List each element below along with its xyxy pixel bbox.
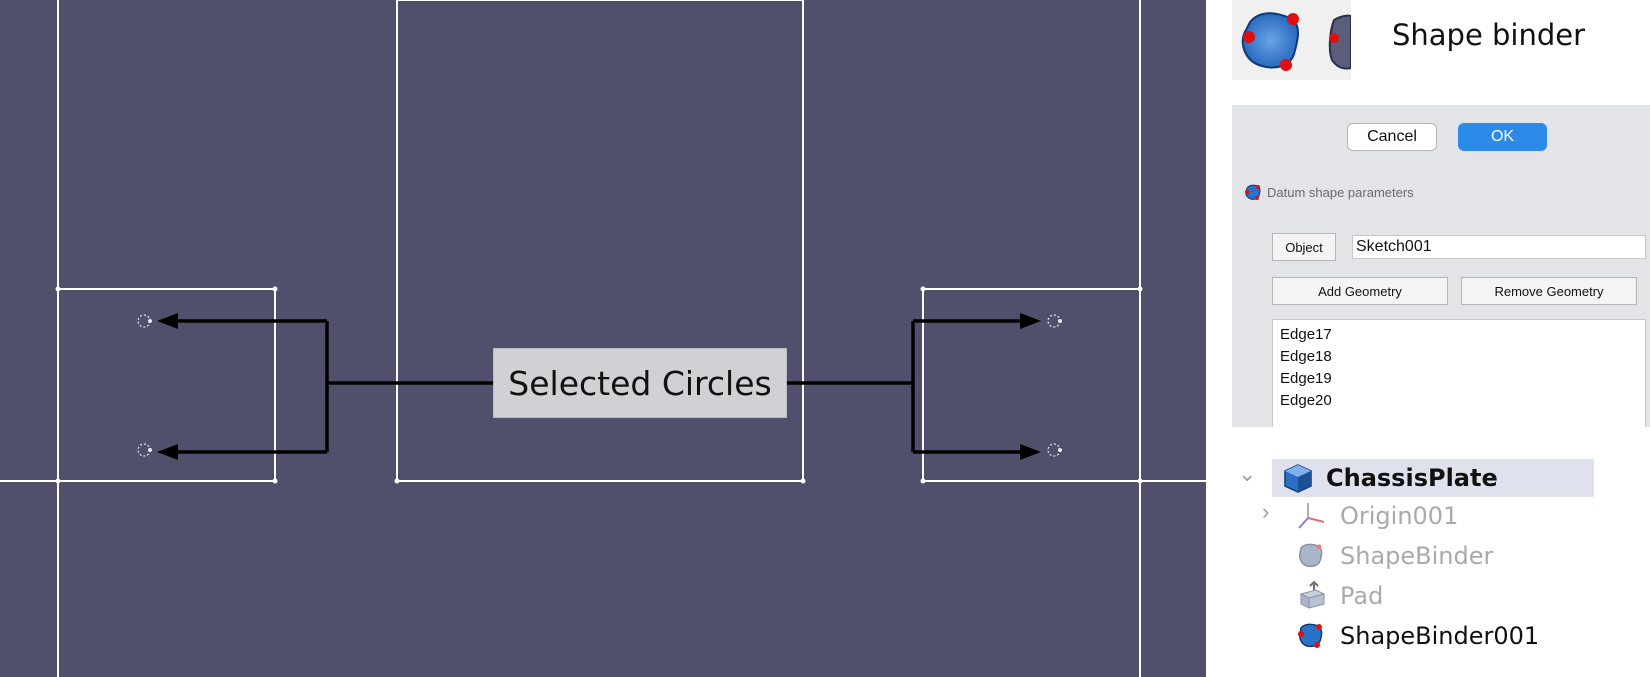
- tree-item-chassisplate[interactable]: ChassisPlate: [1272, 459, 1594, 497]
- tree-item-shapebinder001[interactable]: ShapeBinder001: [1296, 617, 1539, 655]
- section-title: Datum shape parameters: [1267, 184, 1414, 200]
- shapebinder-icon: [1298, 623, 1323, 648]
- remove-geometry-button[interactable]: Remove Geometry: [1461, 277, 1637, 305]
- object-button[interactable]: Object: [1272, 233, 1336, 261]
- tree-item-label: Pad: [1340, 582, 1384, 610]
- chevron-down-icon[interactable]: ⌄: [1238, 461, 1257, 486]
- tree-item-label: ShapeBinder001: [1340, 622, 1540, 650]
- origin-icon: [1298, 503, 1325, 529]
- shapebinder-icon[interactable]: [1232, 0, 1351, 80]
- shapebinder-icon: [1299, 543, 1323, 568]
- shapebinder-icon: [1245, 184, 1261, 200]
- add-geometry-button[interactable]: Add Geometry: [1272, 277, 1448, 305]
- 3d-viewport[interactable]: Selected Circles: [0, 0, 1206, 677]
- center-slot: [396, 0, 804, 482]
- list-item[interactable]: Edge17: [1280, 326, 1332, 343]
- edge-list[interactable]: Edge17 Edge18 Edge19 Edge20: [1272, 319, 1646, 427]
- toolbar-icons: [1232, 0, 1351, 80]
- pad-icon: [1299, 580, 1326, 609]
- arrow-head: [1020, 444, 1041, 460]
- model-tree: ⌄ ChassisPlate › Origin001 ShapeBinder: [1232, 455, 1650, 677]
- chevron-right-icon[interactable]: ›: [1262, 499, 1270, 524]
- tree-item-label: ShapeBinder: [1340, 542, 1494, 570]
- object-field[interactable]: Sketch001: [1352, 235, 1646, 259]
- tool-title: Shape binder: [1392, 18, 1586, 52]
- right-pocket: [922, 288, 1141, 482]
- tree-item-shapebinder[interactable]: ShapeBinder: [1296, 537, 1493, 575]
- cancel-button[interactable]: Cancel: [1347, 123, 1437, 151]
- task-panel: Cancel OK Datum shape parameters Object …: [1232, 105, 1650, 427]
- arrow-head: [157, 444, 178, 460]
- body-icon: [1284, 464, 1312, 493]
- selected-circles-callout: Selected Circles: [493, 348, 787, 418]
- arrow-head: [157, 313, 178, 329]
- list-item[interactable]: Edge18: [1280, 348, 1332, 365]
- sketch-geometry: [0, 0, 1206, 677]
- tree-item-origin001[interactable]: Origin001: [1296, 497, 1458, 535]
- tree-item-label: Origin001: [1340, 502, 1459, 530]
- section-header[interactable]: Datum shape parameters: [1244, 183, 1414, 201]
- list-item[interactable]: Edge19: [1280, 370, 1332, 387]
- tree-item-label: ChassisPlate: [1326, 464, 1498, 492]
- callout-arrows: [170, 319, 1025, 454]
- ok-button[interactable]: OK: [1458, 123, 1547, 151]
- arrow-head: [1020, 313, 1041, 329]
- list-item[interactable]: Edge20: [1280, 392, 1332, 409]
- tree-item-pad[interactable]: Pad: [1296, 577, 1383, 615]
- left-pocket: [57, 288, 276, 482]
